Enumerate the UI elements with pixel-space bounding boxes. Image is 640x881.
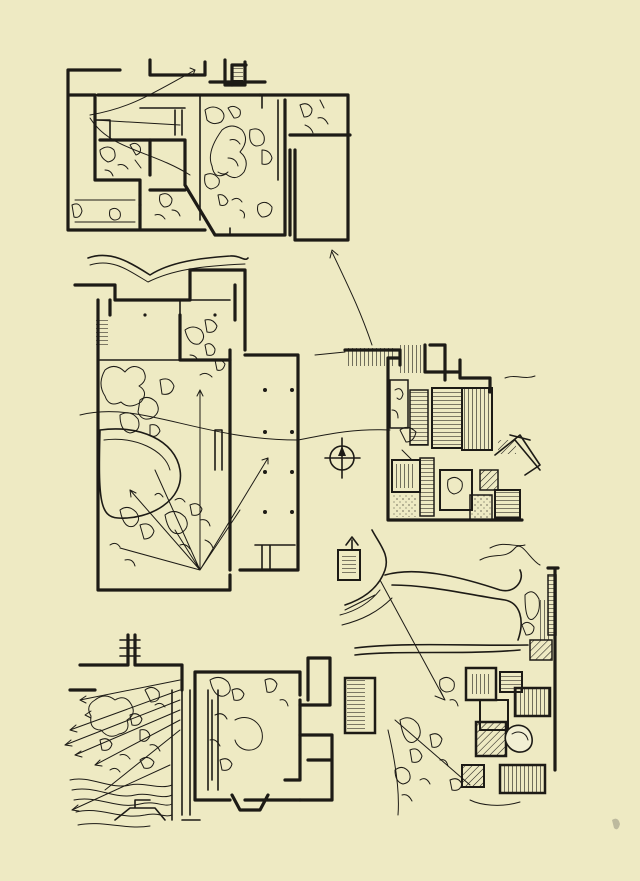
compass-circle-icon (324, 437, 361, 479)
watermark-mark (612, 818, 620, 830)
rockery-garden-plan-bottom-left (64, 633, 334, 828)
courtyard-plan-top (66, 58, 352, 242)
terraced-buildings-plan-middle-right (343, 343, 541, 522)
garden-hall-plan-middle-left (73, 254, 391, 592)
sight-line-arrow (331, 251, 373, 346)
hatched-block (345, 348, 395, 366)
hatched-block (233, 66, 243, 84)
river-garden-plan-bottom-right (337, 529, 560, 816)
arrow-head (329, 249, 339, 259)
